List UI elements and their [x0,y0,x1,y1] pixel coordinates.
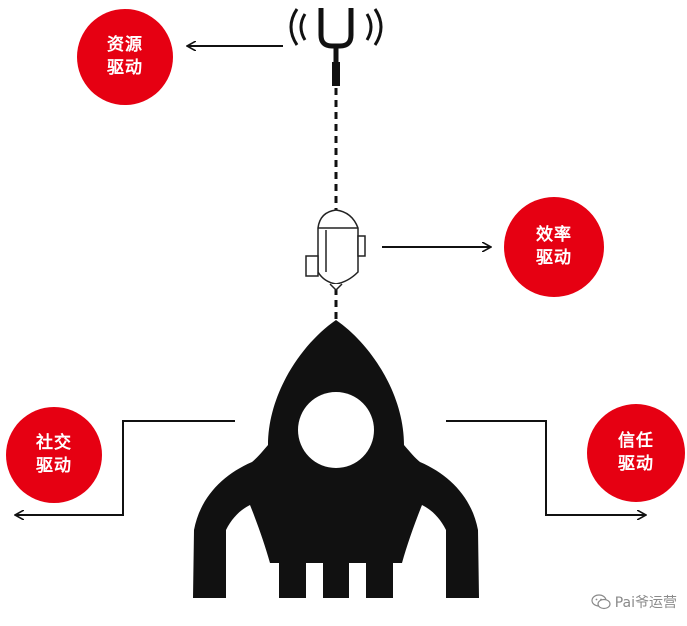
arrow-to-social [16,420,235,515]
rocket-icon [193,320,479,598]
satellite-capsule-icon [305,209,366,292]
resource-driven-node: 资源 驱动 [77,9,173,105]
social-label-line1: 社交 [36,433,72,453]
efficiency-label-line2: 驱动 [536,248,572,268]
trust-driven-node: 信任 驱动 [587,404,685,502]
watermark: Pai爷运营 [591,592,677,612]
social-driven-node: 社交 驱动 [6,407,102,503]
tuning-fork-icon [289,8,383,86]
efficiency-label-line1: 效率 [536,225,572,245]
watermark-text: Pai爷运营 [614,595,677,611]
resource-label-line1: 资源 [107,35,143,55]
arrow-to-trust [446,420,645,515]
trust-label-line1: 信任 [618,431,654,451]
efficiency-driven-node: 效率 驱动 [504,197,604,297]
resource-label-line2: 驱动 [107,58,143,78]
wechat-icon [591,594,611,610]
trust-label-line2: 驱动 [618,454,654,474]
social-label-line2: 驱动 [36,456,72,476]
